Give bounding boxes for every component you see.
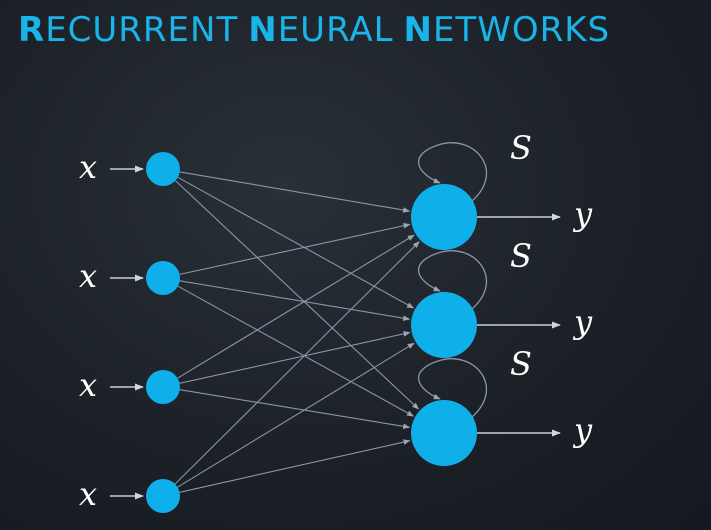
- title-word-3-rest: ETWORKS: [433, 10, 611, 50]
- recurrent-loops: [417, 142, 487, 418]
- connection-edge-3-2: [179, 439, 411, 493]
- output-label-y-2: y: [572, 411, 593, 449]
- output-label-y-1: y: [572, 303, 593, 341]
- output-label-y-0: y: [572, 195, 593, 233]
- input-neuron-1: [146, 261, 180, 295]
- title-word-1-initial: R: [18, 10, 46, 50]
- connection-lines: [174, 171, 420, 493]
- input-neuron-0: [146, 152, 180, 186]
- recurrent-loop-2: [417, 358, 487, 418]
- connection-edge-1-0: [179, 223, 411, 275]
- connection-edge-2-1: [179, 331, 411, 384]
- title-word-3-initial: N: [403, 10, 433, 50]
- connection-edge-0-2: [175, 180, 420, 410]
- recurrent-loop-0: [417, 142, 487, 202]
- title-word-2-rest: EURAL: [277, 10, 394, 50]
- input-neuron-2: [146, 370, 180, 404]
- neurons: [146, 152, 477, 513]
- connection-edge-2-0: [177, 234, 415, 379]
- title-word-2-initial: N: [248, 10, 278, 50]
- recurrent-neuron-0: [411, 184, 477, 250]
- state-label-s-0: S: [510, 129, 532, 167]
- state-label-s-2: S: [510, 345, 532, 383]
- input-label-x-1: x: [79, 257, 97, 295]
- input-label-x-3: x: [79, 475, 97, 513]
- input-label-x-2: x: [79, 366, 97, 404]
- connection-edge-1-2: [177, 285, 415, 417]
- connection-edge-1-1: [179, 280, 411, 321]
- recurrent-neuron-2: [411, 400, 477, 466]
- connection-edge-3-1: [177, 342, 415, 488]
- recurrent-loop-1: [417, 250, 487, 310]
- title-word-1-rest: ECURRENT: [45, 10, 239, 50]
- connection-edge-0-1: [177, 176, 415, 309]
- recurrent-neuron-1: [411, 292, 477, 358]
- connection-edge-2-2: [179, 389, 411, 430]
- input-neuron-3: [146, 479, 180, 513]
- connection-edge-3-0: [174, 241, 420, 485]
- state-label-s-1: S: [510, 237, 532, 275]
- connection-edge-0-0: [179, 171, 411, 213]
- input-label-x-0: x: [79, 148, 97, 186]
- io-arrows: [110, 165, 561, 500]
